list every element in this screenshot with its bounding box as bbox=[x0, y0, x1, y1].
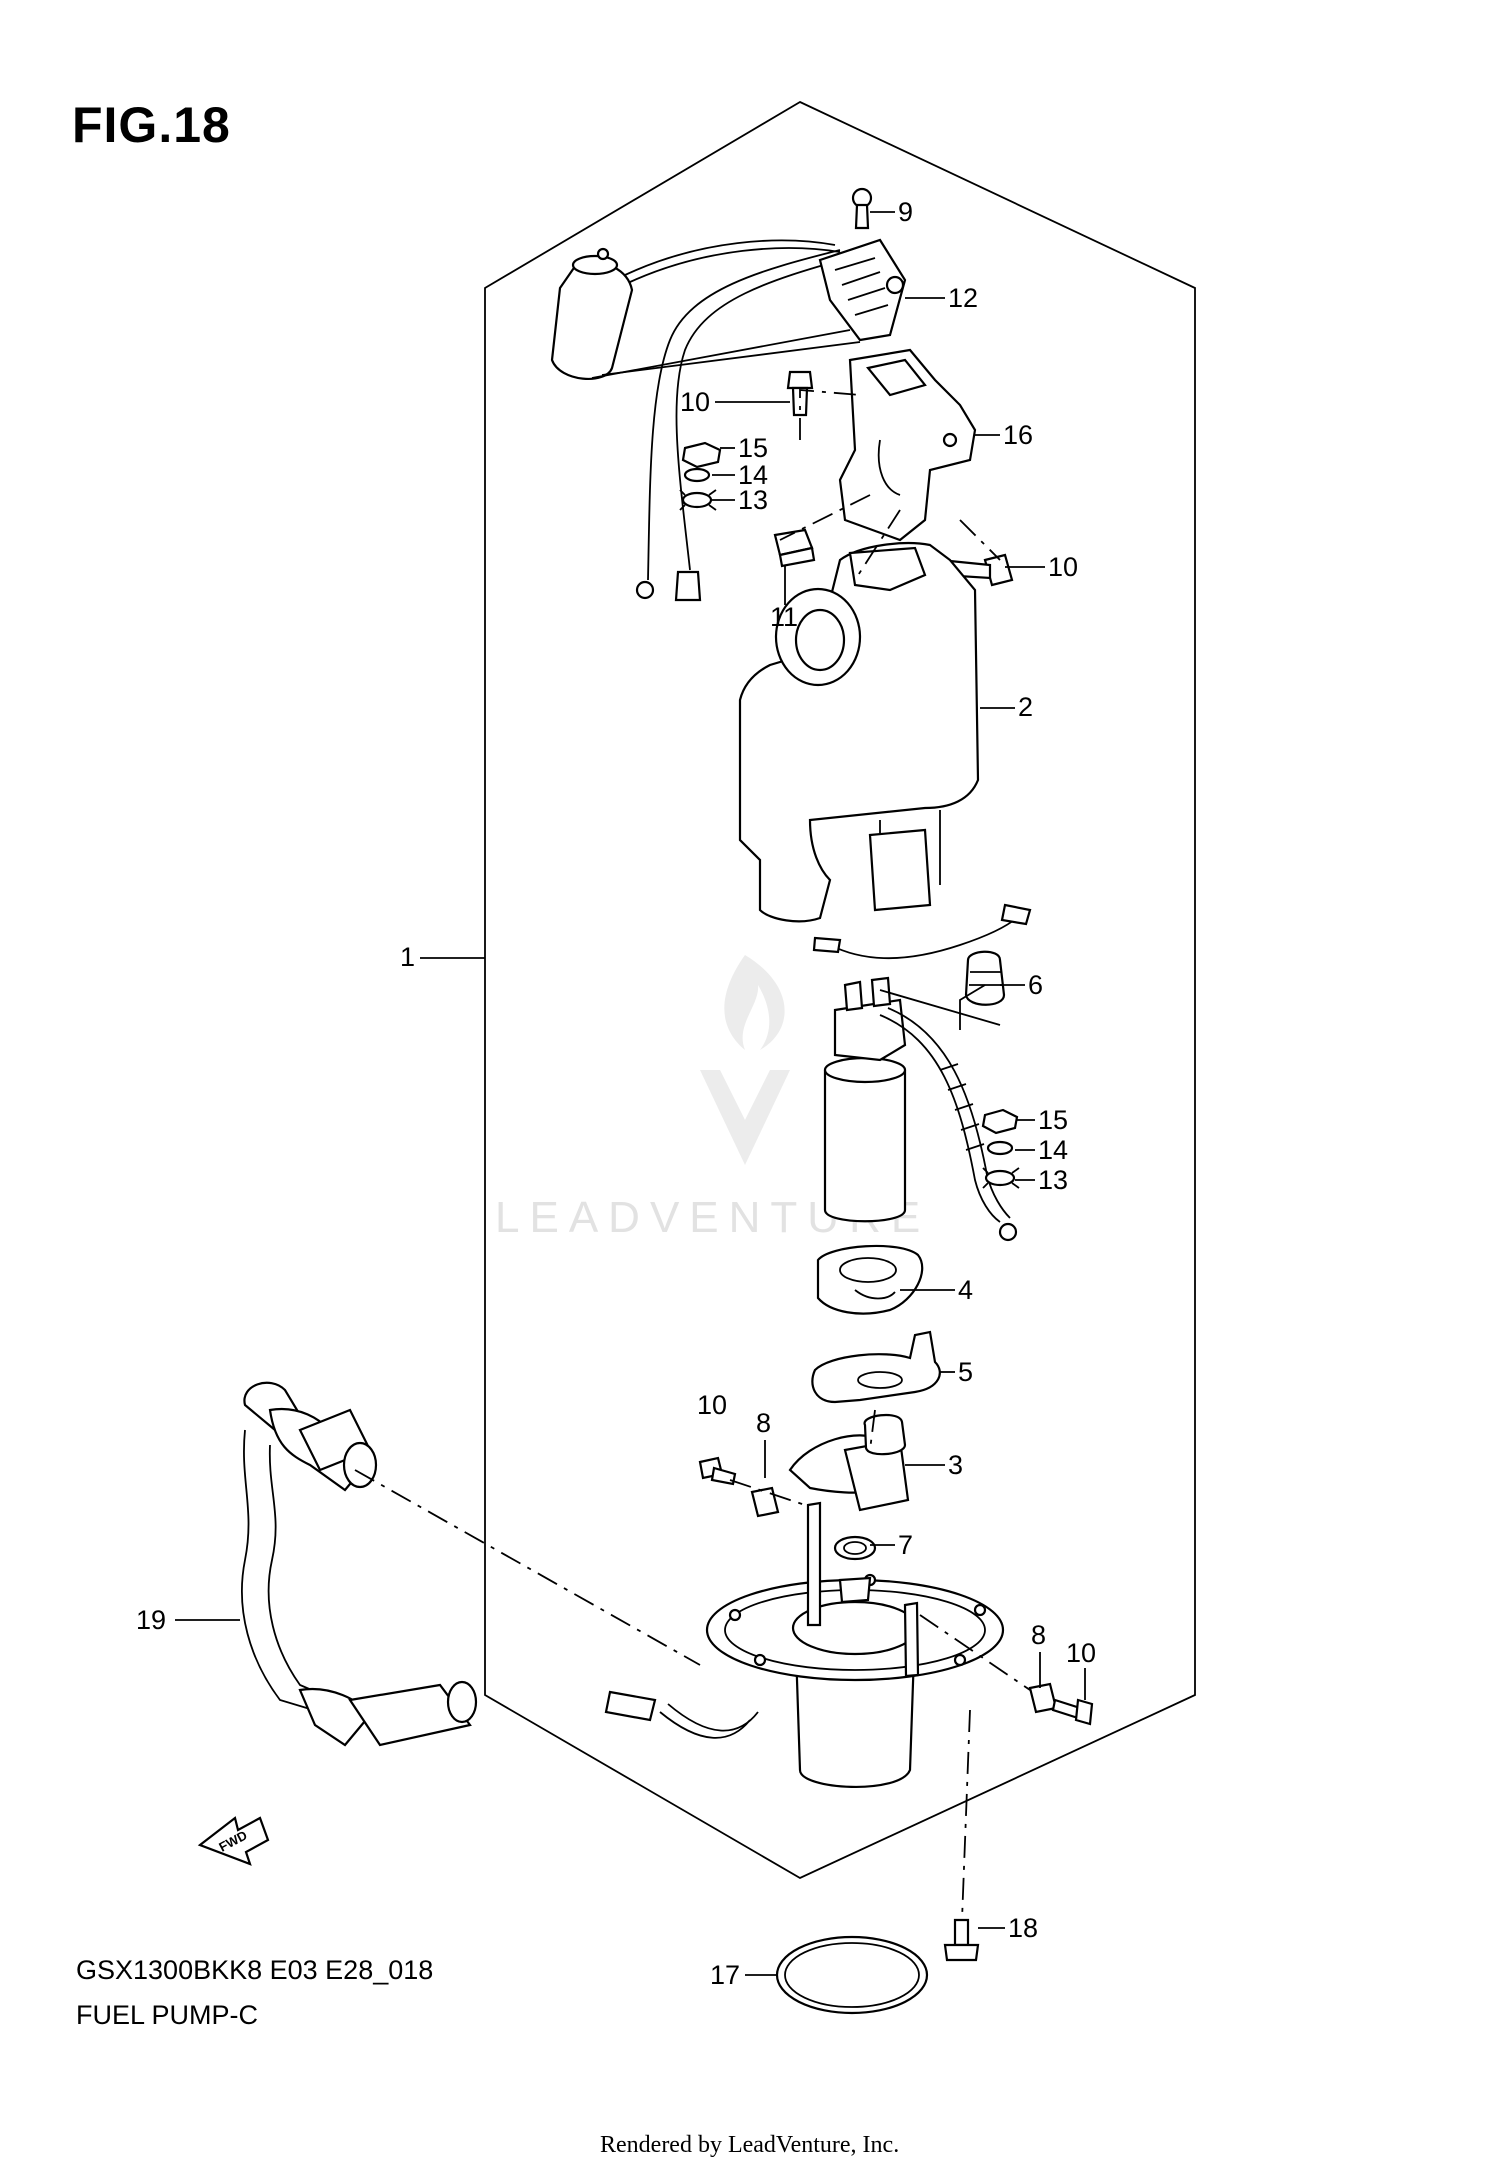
grommet-6 bbox=[964, 950, 1006, 1006]
fuel-level-sender bbox=[818, 238, 907, 342]
bolt-18 bbox=[943, 1918, 980, 1962]
screw-9 bbox=[851, 187, 873, 230]
screw-10-lower-right bbox=[1051, 1698, 1094, 1726]
watermark-logo bbox=[700, 955, 790, 1165]
label-part-14-upper: 14 bbox=[738, 460, 768, 490]
clip-8-right bbox=[1028, 1682, 1058, 1714]
fuel-pump-motor bbox=[812, 903, 1032, 1242]
fuel-hose-19 bbox=[241, 1381, 478, 1747]
label-part-4: 4 bbox=[958, 1275, 973, 1305]
label-part-11: 11 bbox=[770, 602, 798, 632]
assembly-leaders bbox=[354, 389, 1031, 1921]
figure-title: FIG.18 bbox=[72, 97, 231, 153]
screw-10-right bbox=[938, 553, 1014, 587]
pressure-regulator-3 bbox=[788, 1413, 910, 1512]
part-number-labels: 1 2 3 4 5 6 7 8 8 9 10 10 10 10 11 12 13… bbox=[136, 197, 1096, 1990]
assembly-outline bbox=[484, 100, 1196, 1880]
label-part-15-lower: 15 bbox=[1038, 1105, 1068, 1135]
clip-11 bbox=[773, 528, 816, 568]
label-part-1: 1 bbox=[400, 942, 415, 972]
label-leaders bbox=[175, 211, 1086, 1976]
oring-7 bbox=[833, 1535, 877, 1561]
label-part-7: 7 bbox=[898, 1530, 913, 1560]
hardware-stack-upper bbox=[679, 441, 722, 511]
label-part-13-upper: 13 bbox=[738, 485, 768, 515]
label-part-17: 17 bbox=[710, 1960, 740, 1990]
label-part-6: 6 bbox=[1028, 970, 1043, 1000]
screw-10-lower-left bbox=[698, 1456, 737, 1486]
label-part-2: 2 bbox=[1018, 692, 1033, 722]
label-part-8-left: 8 bbox=[756, 1408, 771, 1438]
diagram-name: FUEL PUMP-C bbox=[76, 2000, 259, 2030]
label-part-5: 5 bbox=[958, 1357, 973, 1387]
render-credit: Rendered by LeadVenture, Inc. bbox=[600, 2132, 900, 2158]
pump-wiring bbox=[604, 1690, 759, 1739]
pump-base-plate bbox=[705, 1501, 1005, 1789]
screw-10-upper bbox=[786, 370, 814, 417]
fwd-direction-arrow: FWD bbox=[197, 1816, 270, 1866]
plate-5 bbox=[811, 1330, 941, 1404]
label-part-19: 19 bbox=[136, 1605, 166, 1635]
label-part-9: 9 bbox=[898, 197, 913, 227]
label-part-16: 16 bbox=[1003, 420, 1033, 450]
fuel-level-float bbox=[550, 239, 861, 380]
filter-4 bbox=[816, 1244, 924, 1315]
label-part-10-right: 10 bbox=[1048, 552, 1078, 582]
label-part-3: 3 bbox=[948, 1450, 963, 1480]
pump-housing-2 bbox=[738, 542, 980, 923]
bracket-16 bbox=[838, 348, 977, 542]
label-part-10-lower-left: 10 bbox=[697, 1390, 727, 1420]
label-part-12: 12 bbox=[948, 283, 978, 313]
label-part-13-lower: 13 bbox=[1038, 1165, 1068, 1195]
label-part-10-upper: 10 bbox=[680, 387, 710, 417]
label-part-8-right: 8 bbox=[1031, 1620, 1046, 1650]
model-code: GSX1300BKK8 E03 E28_018 bbox=[76, 1955, 434, 1985]
sensor-wires bbox=[635, 249, 849, 602]
label-part-15-upper: 15 bbox=[738, 433, 768, 463]
label-part-18: 18 bbox=[1008, 1913, 1038, 1943]
hardware-stack-lower bbox=[981, 1108, 1020, 1189]
clip-8-left bbox=[750, 1486, 780, 1518]
label-part-10-lower-right: 10 bbox=[1066, 1638, 1096, 1668]
gasket-17 bbox=[775, 1935, 929, 2015]
label-part-14-lower: 14 bbox=[1038, 1135, 1068, 1165]
